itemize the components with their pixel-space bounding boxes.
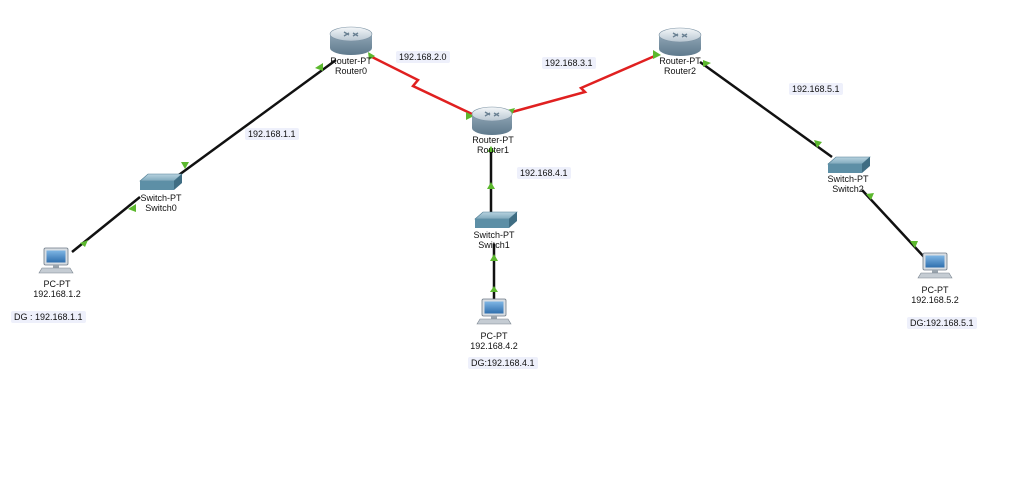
router0-name: Router0 bbox=[334, 66, 368, 76]
link-up-triangle bbox=[80, 240, 88, 247]
switch2-type: Switch-PT bbox=[827, 174, 869, 184]
pc0-type: PC-PT bbox=[43, 279, 71, 289]
router2-label: Router-PT Router2 bbox=[659, 56, 701, 76]
pc2-type: PC-PT bbox=[921, 285, 949, 295]
serial-link-router0-router1[interactable] bbox=[371, 55, 473, 116]
pc1-icon[interactable] bbox=[476, 298, 512, 325]
router0-label: Router-PT Router0 bbox=[330, 56, 372, 76]
pc0-icon[interactable] bbox=[38, 247, 74, 274]
switch0-label: Switch-PT Switch0 bbox=[140, 193, 181, 213]
link-up-triangle bbox=[466, 112, 474, 120]
pc1-label: PC-PT 192.168.4.2 bbox=[470, 331, 518, 351]
pc0-default-gateway-note[interactable]: DG : 192.168.1.1 bbox=[11, 311, 86, 323]
network-label-192-168-2-0[interactable]: 192.168.2.0 bbox=[396, 51, 450, 63]
link-up-triangle bbox=[490, 286, 498, 292]
switch1-icon[interactable] bbox=[474, 211, 518, 228]
link-up-triangle bbox=[866, 193, 874, 200]
link-up-triangle bbox=[128, 204, 136, 212]
network-label-192-168-3-1[interactable]: 192.168.3.1 bbox=[542, 57, 596, 69]
link-up-triangle bbox=[910, 241, 918, 248]
router0-type: Router-PT bbox=[330, 56, 372, 66]
link-switch2-pc2[interactable] bbox=[861, 189, 926, 259]
router2-name: Router2 bbox=[663, 66, 697, 76]
pc0-label: PC-PT 192.168.1.2 bbox=[33, 279, 81, 299]
link-up-triangle bbox=[368, 52, 375, 60]
pc2-icon[interactable] bbox=[917, 252, 953, 279]
switch2-label: Switch-PT Switch2 bbox=[827, 174, 868, 194]
network-label-192-168-5-1[interactable]: 192.168.5.1 bbox=[789, 83, 843, 95]
link-up-triangle bbox=[490, 254, 498, 261]
link-router2-switch2[interactable] bbox=[699, 60, 833, 159]
pc1-ip: 192.168.4.2 bbox=[470, 341, 518, 351]
router2-type: Router-PT bbox=[659, 56, 701, 66]
network-label-192-168-4-1[interactable]: 192.168.4.1 bbox=[517, 167, 571, 179]
pc2-ip: 192.168.5.2 bbox=[911, 295, 959, 305]
serial-link-router1-router2[interactable] bbox=[511, 53, 658, 114]
link-up-triangle bbox=[487, 182, 495, 189]
link-up-triangle bbox=[487, 146, 495, 152]
switch2-icon[interactable] bbox=[827, 156, 871, 173]
link-up-triangle bbox=[814, 140, 822, 148]
switch1-type: Switch-PT bbox=[473, 230, 515, 240]
pc1-default-gateway-note[interactable]: DG:192.168.4.1 bbox=[468, 357, 538, 369]
router1-name: Router1 bbox=[476, 145, 510, 155]
link-router0-switch0[interactable] bbox=[171, 58, 337, 182]
switch0-icon[interactable] bbox=[139, 173, 183, 190]
pc0-ip: 192.168.1.2 bbox=[33, 289, 81, 299]
pc1-type: PC-PT bbox=[480, 331, 508, 341]
link-up-triangle bbox=[315, 63, 323, 71]
router1-type: Router-PT bbox=[472, 135, 514, 145]
network-label-192-168-1-1[interactable]: 192.168.1.1 bbox=[245, 128, 299, 140]
router1-icon[interactable] bbox=[471, 106, 513, 135]
pc2-label: PC-PT 192.168.5.2 bbox=[911, 285, 959, 305]
link-up-triangle bbox=[653, 50, 661, 59]
link-up-triangle bbox=[703, 60, 711, 67]
switch0-type: Switch-PT bbox=[140, 193, 182, 203]
switch1-name: Switch1 bbox=[478, 240, 510, 250]
router2-icon[interactable] bbox=[658, 27, 702, 56]
switch2-name: Switch2 bbox=[832, 184, 864, 194]
router1-label: Router-PT Router1 bbox=[472, 135, 514, 155]
switch1-label: Switch-PT Switch1 bbox=[473, 230, 514, 250]
switch0-name: Switch0 bbox=[145, 203, 177, 213]
link-up-triangle bbox=[181, 162, 189, 169]
router0-icon[interactable] bbox=[329, 26, 373, 55]
pc2-default-gateway-note[interactable]: DG:192.168.5.1 bbox=[907, 317, 977, 329]
